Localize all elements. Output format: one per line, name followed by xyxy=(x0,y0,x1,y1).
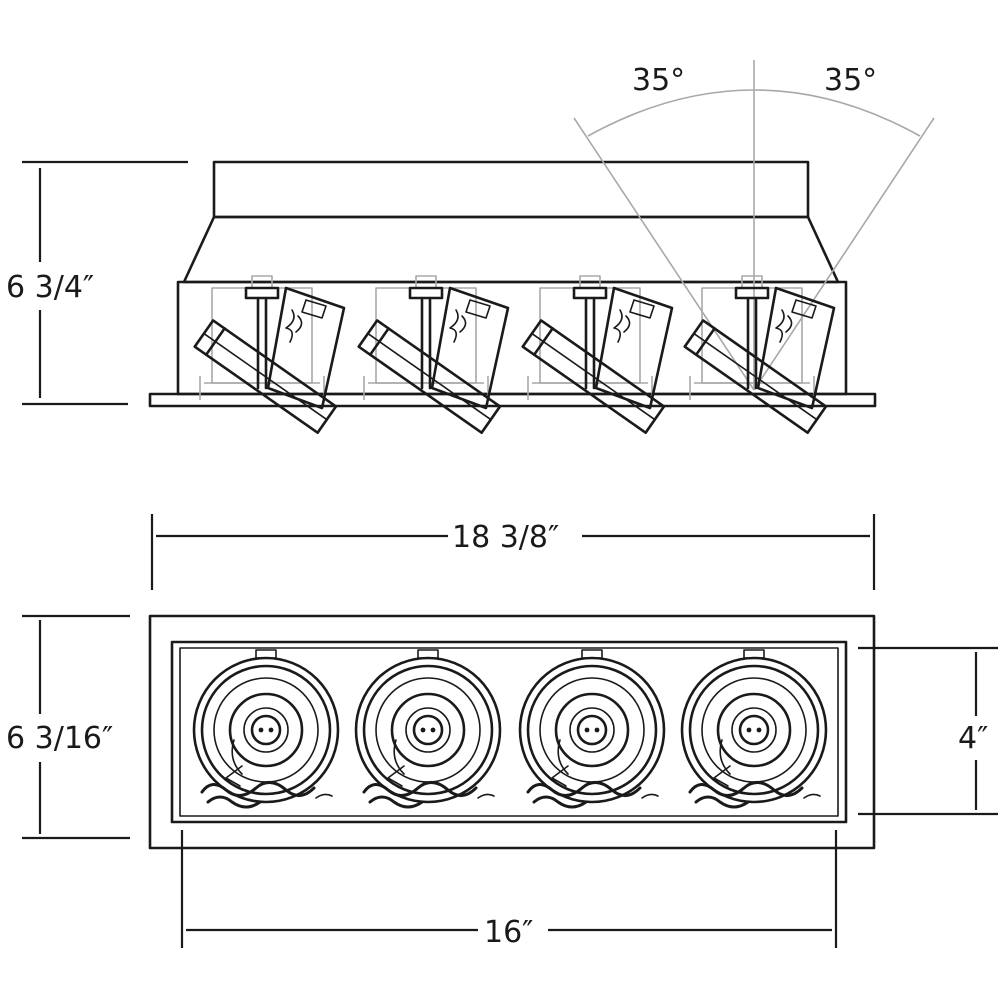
aperture-depth-label: 4″ xyxy=(958,721,988,756)
lamp-plan-2 xyxy=(354,648,502,809)
aperture-width-label: 16″ xyxy=(484,915,533,950)
overall-depth-label: 6 3/16″ xyxy=(6,721,113,756)
lamp-front-3 xyxy=(521,274,674,434)
front-height-dimension: 6 3/4″ xyxy=(6,160,188,406)
angle-label-right: 35° xyxy=(824,63,877,98)
lamp-plan-3 xyxy=(518,648,666,809)
lamp-plan-4 xyxy=(680,648,828,809)
lamp-front-4 xyxy=(683,274,836,434)
front-elevation-view: 35° 35° 6 3/4″ xyxy=(6,60,935,434)
trim-outline xyxy=(148,614,876,850)
angle-label-left: 35° xyxy=(632,63,685,98)
trim-flange xyxy=(148,392,877,408)
housing-transition xyxy=(182,215,840,284)
aperture-depth-dimension: 4″ xyxy=(858,646,998,816)
aperture-outer xyxy=(170,640,848,824)
tilt-angle-indicator: 35° 35° xyxy=(573,60,935,391)
lamp-front-1 xyxy=(193,274,346,434)
lamp-plan-1 xyxy=(192,648,340,809)
overall-depth-dimension: 6 3/16″ xyxy=(6,614,130,840)
housing-collar xyxy=(212,160,810,219)
aperture-inner xyxy=(179,647,839,817)
front-height-label: 6 3/4″ xyxy=(6,270,94,305)
overall-width-dimension: 18 3/8″ xyxy=(150,514,876,590)
aperture-width-dimension: 16″ xyxy=(180,830,838,950)
plan-view: 6 3/16″ 4″ 16″ xyxy=(6,614,998,950)
overall-width-label: 18 3/8″ xyxy=(452,520,559,555)
lamp-front-2 xyxy=(357,274,510,434)
